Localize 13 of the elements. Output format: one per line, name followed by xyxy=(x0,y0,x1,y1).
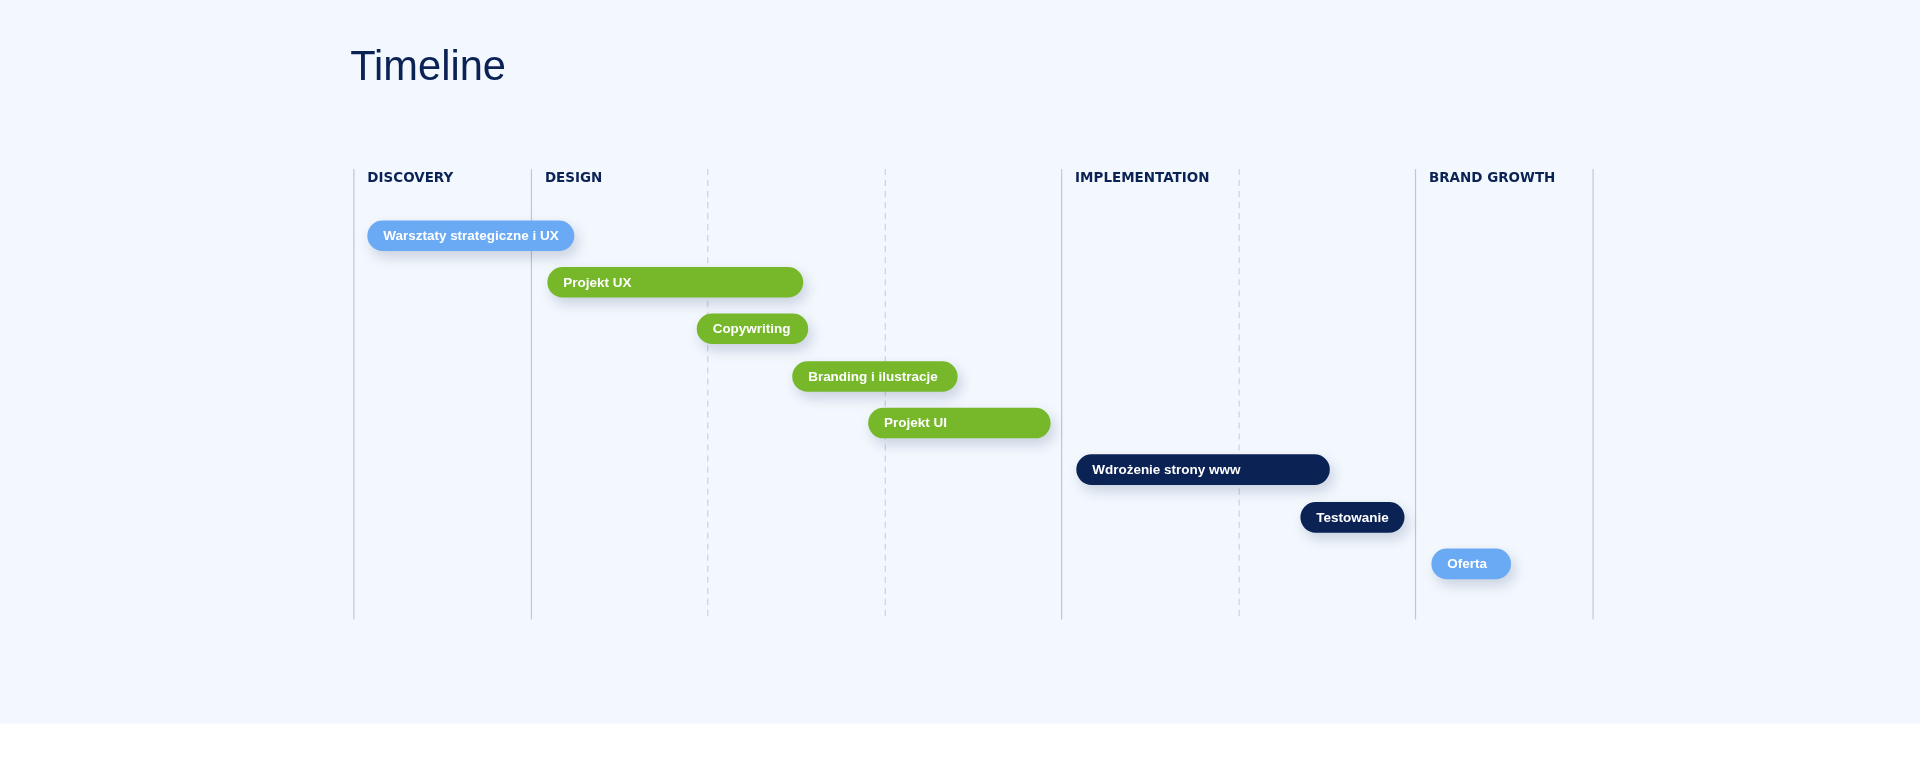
task-bar: Warsztaty strategiczne i UX xyxy=(367,220,575,251)
task-bar: Oferta xyxy=(1431,548,1511,580)
phase-heading: BRAND GROWTH xyxy=(1429,170,1556,187)
page-title: Timeline xyxy=(350,41,506,90)
task-bar: Branding i ilustracje xyxy=(792,361,958,392)
phase-heading: DISCOVERY xyxy=(367,170,454,187)
task-bar: Testowanie xyxy=(1300,502,1405,533)
task-bar: Wdrożenie strony www xyxy=(1076,454,1330,485)
task-bar: Copywriting xyxy=(696,313,809,345)
phase-heading: DESIGN xyxy=(544,170,603,187)
phase-heading: IMPLEMENTATION xyxy=(1075,170,1210,187)
task-bar: Projekt UX xyxy=(547,266,804,298)
task-bar: Projekt UI xyxy=(868,407,1051,439)
